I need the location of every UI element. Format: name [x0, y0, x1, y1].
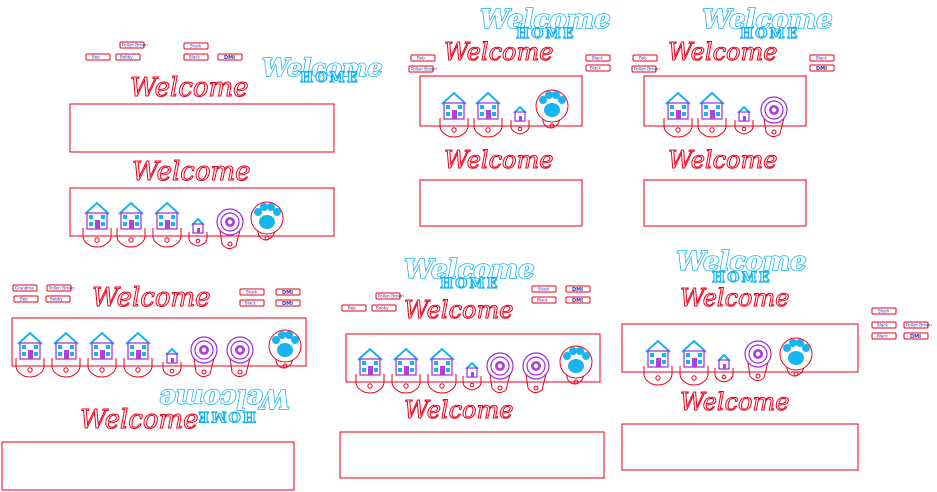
panel-3: Welcome HOME Welcome Welcome Bob Pollen … — [631, 4, 835, 227]
tag-label: DMI — [224, 55, 235, 61]
tag-label: Pollen Brown — [906, 323, 932, 328]
home-title: HOME — [196, 408, 256, 424]
tag-label: Bobby — [376, 306, 389, 311]
name-tags: Shark Black Pollen Brown Black DMI — [871, 307, 932, 340]
panel-2: Welcome HOME Welcome Welcome Bob Pollen … — [408, 4, 612, 227]
tag-label: DMI — [572, 287, 583, 293]
tag-label: Black — [590, 66, 602, 71]
tag-label: Black — [245, 301, 257, 306]
welcome-title: Welcome — [480, 5, 611, 35]
tag-label: Black — [816, 56, 828, 61]
tag-label: Black — [189, 55, 201, 60]
tag-label: Black — [877, 323, 889, 328]
script-welcome: Welcome — [444, 38, 553, 66]
tag-label: Bob — [348, 306, 356, 311]
tag-label: DMI — [816, 66, 827, 72]
welcome-title: Welcome — [676, 247, 807, 277]
panel-4: Welcome Welcome HOME Welcome Grandma Pol… — [1, 283, 307, 491]
script-welcome: Welcome — [80, 405, 199, 435]
tag-label: Shark — [878, 309, 890, 314]
script-welcome: Welcome — [680, 388, 789, 416]
tag-label: Pollen Brown — [378, 294, 404, 299]
tag-label: Pollen Brown — [122, 43, 148, 48]
welcome-title: Welcome — [159, 383, 290, 413]
tag-label: Bobby — [50, 297, 63, 302]
tag-label: DMI — [282, 290, 293, 296]
script-welcome: Welcome — [130, 73, 249, 103]
script-welcome: Welcome — [92, 283, 211, 313]
script-welcome: Welcome — [668, 38, 777, 66]
home-title: HOME — [516, 26, 576, 42]
tag-label: Pollen Brown — [634, 67, 660, 72]
script-welcome: Welcome — [680, 284, 789, 312]
welcome-title: Welcome — [404, 255, 535, 285]
home-title: HOME — [300, 70, 360, 86]
tag-label: Pollen Brown — [411, 67, 437, 72]
tag-label: Bob — [639, 56, 647, 61]
panel-6: Welcome HOME Welcome Welcome Shark Black… — [621, 246, 932, 471]
tag-label: DMI — [910, 334, 921, 340]
tag-label: Bob — [92, 55, 100, 60]
tag-label: Shark — [190, 44, 202, 49]
tag-label: Bobby — [120, 55, 133, 60]
name-tags: Pollen Brown Bob Bobby Shark Black DMI D… — [341, 285, 591, 312]
home-title: HOME — [712, 270, 772, 286]
script-welcome: Welcome — [444, 146, 553, 174]
tag-label: Bob — [417, 56, 425, 61]
name-tags: Bob Pollen Brown Black Black — [408, 54, 611, 73]
panel-5: Welcome HOME Welcome Welcome Pollen Brow… — [339, 254, 605, 479]
home-title: HOME — [740, 26, 800, 42]
welcome-title: Welcome — [262, 53, 383, 82]
tag-label: Grandma — [15, 286, 34, 291]
script-welcome: Welcome — [668, 146, 777, 174]
name-tags: Grandma Pollen Brown Bob Bobby Shark Bla… — [12, 284, 301, 307]
tag-label: DMI — [282, 301, 293, 307]
panel-1: Welcome HOME Welcome Welcome Pollen Brow… — [69, 41, 383, 250]
tag-label: Pollen Brown — [49, 286, 75, 291]
name-tags: Bob Pollen Brown Black DMI — [631, 54, 835, 73]
script-welcome: Welcome — [404, 296, 513, 324]
name-tags: Pollen Brown Bob Bobby Shark Black DMI — [85, 41, 243, 61]
tag-label: Black — [592, 56, 604, 61]
welcome-title: Welcome — [702, 5, 833, 35]
tag-label: Bob — [20, 297, 28, 302]
tag-label: DMI — [572, 298, 583, 304]
script-welcome: Welcome — [132, 157, 251, 187]
tag-label: Black — [537, 298, 549, 303]
tag-label: Shark — [246, 290, 258, 295]
tag-label: Shark — [538, 287, 550, 292]
script-welcome: Welcome — [404, 396, 513, 424]
tag-label: Black — [877, 334, 889, 339]
home-title: HOME — [440, 276, 500, 292]
